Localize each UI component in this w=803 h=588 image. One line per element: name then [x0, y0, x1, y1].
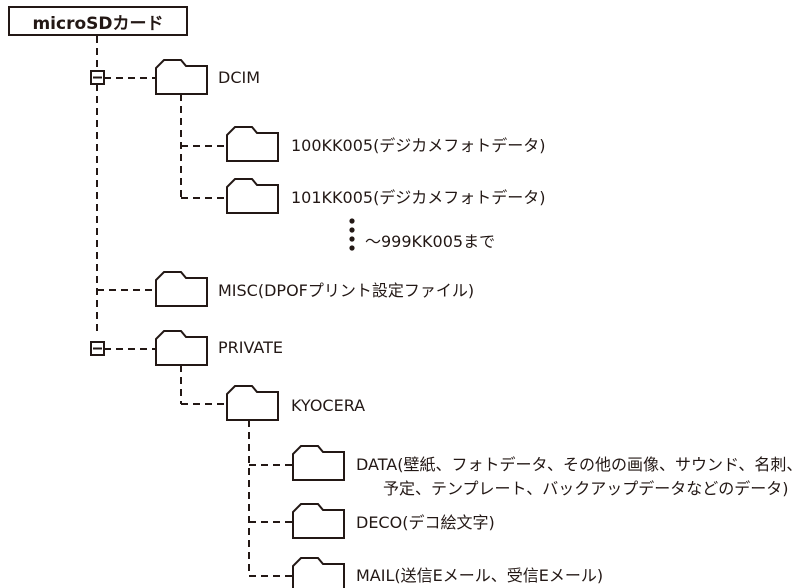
folder-label-private: PRIVATE: [218, 338, 283, 357]
root-label: microSDカード: [32, 13, 164, 34]
folder-icon-mail: [292, 557, 345, 588]
folder-icon-misc: [155, 271, 208, 307]
folder-label-more: 〜999KK005まで: [365, 232, 496, 251]
folder-icon-100kk005: [226, 126, 279, 162]
folder-icon-dcim: [155, 59, 208, 95]
folder-label-data-line2: 予定、テンプレート、バックアップデータなどのデータ): [383, 479, 789, 498]
folder-icon-private: [155, 330, 208, 366]
folder-label-101kk005: 101KK005(デジカメフォトデータ): [291, 188, 546, 207]
root-microsd-card: microSDカード: [8, 6, 188, 36]
folder-icon-kyocera: [226, 385, 279, 421]
folder-label-data-line1: DATA(壁紙、フォトデータ、その他の画像、サウンド、名刺、: [356, 455, 803, 474]
folder-label-deco: DECO(デコ絵文字): [356, 513, 495, 532]
folder-label-dcim: DCIM: [218, 68, 261, 87]
collapse-box-private: [90, 341, 105, 356]
folder-icon-deco: [292, 503, 345, 539]
folder-label-misc: MISC(DPOFプリント設定ファイル): [218, 281, 475, 300]
folder-label-100kk005: 100KK005(デジカメフォトデータ): [291, 136, 546, 155]
folder-label-kyocera: KYOCERA: [291, 396, 366, 415]
folder-icon-101kk005: [226, 178, 279, 214]
folder-icon-data: [292, 445, 345, 481]
collapse-box-dcim: [90, 70, 105, 85]
more-folders-ellipsis-icon: [349, 218, 355, 251]
folder-label-mail: MAIL(送信Eメール、受信Eメール): [356, 566, 604, 585]
